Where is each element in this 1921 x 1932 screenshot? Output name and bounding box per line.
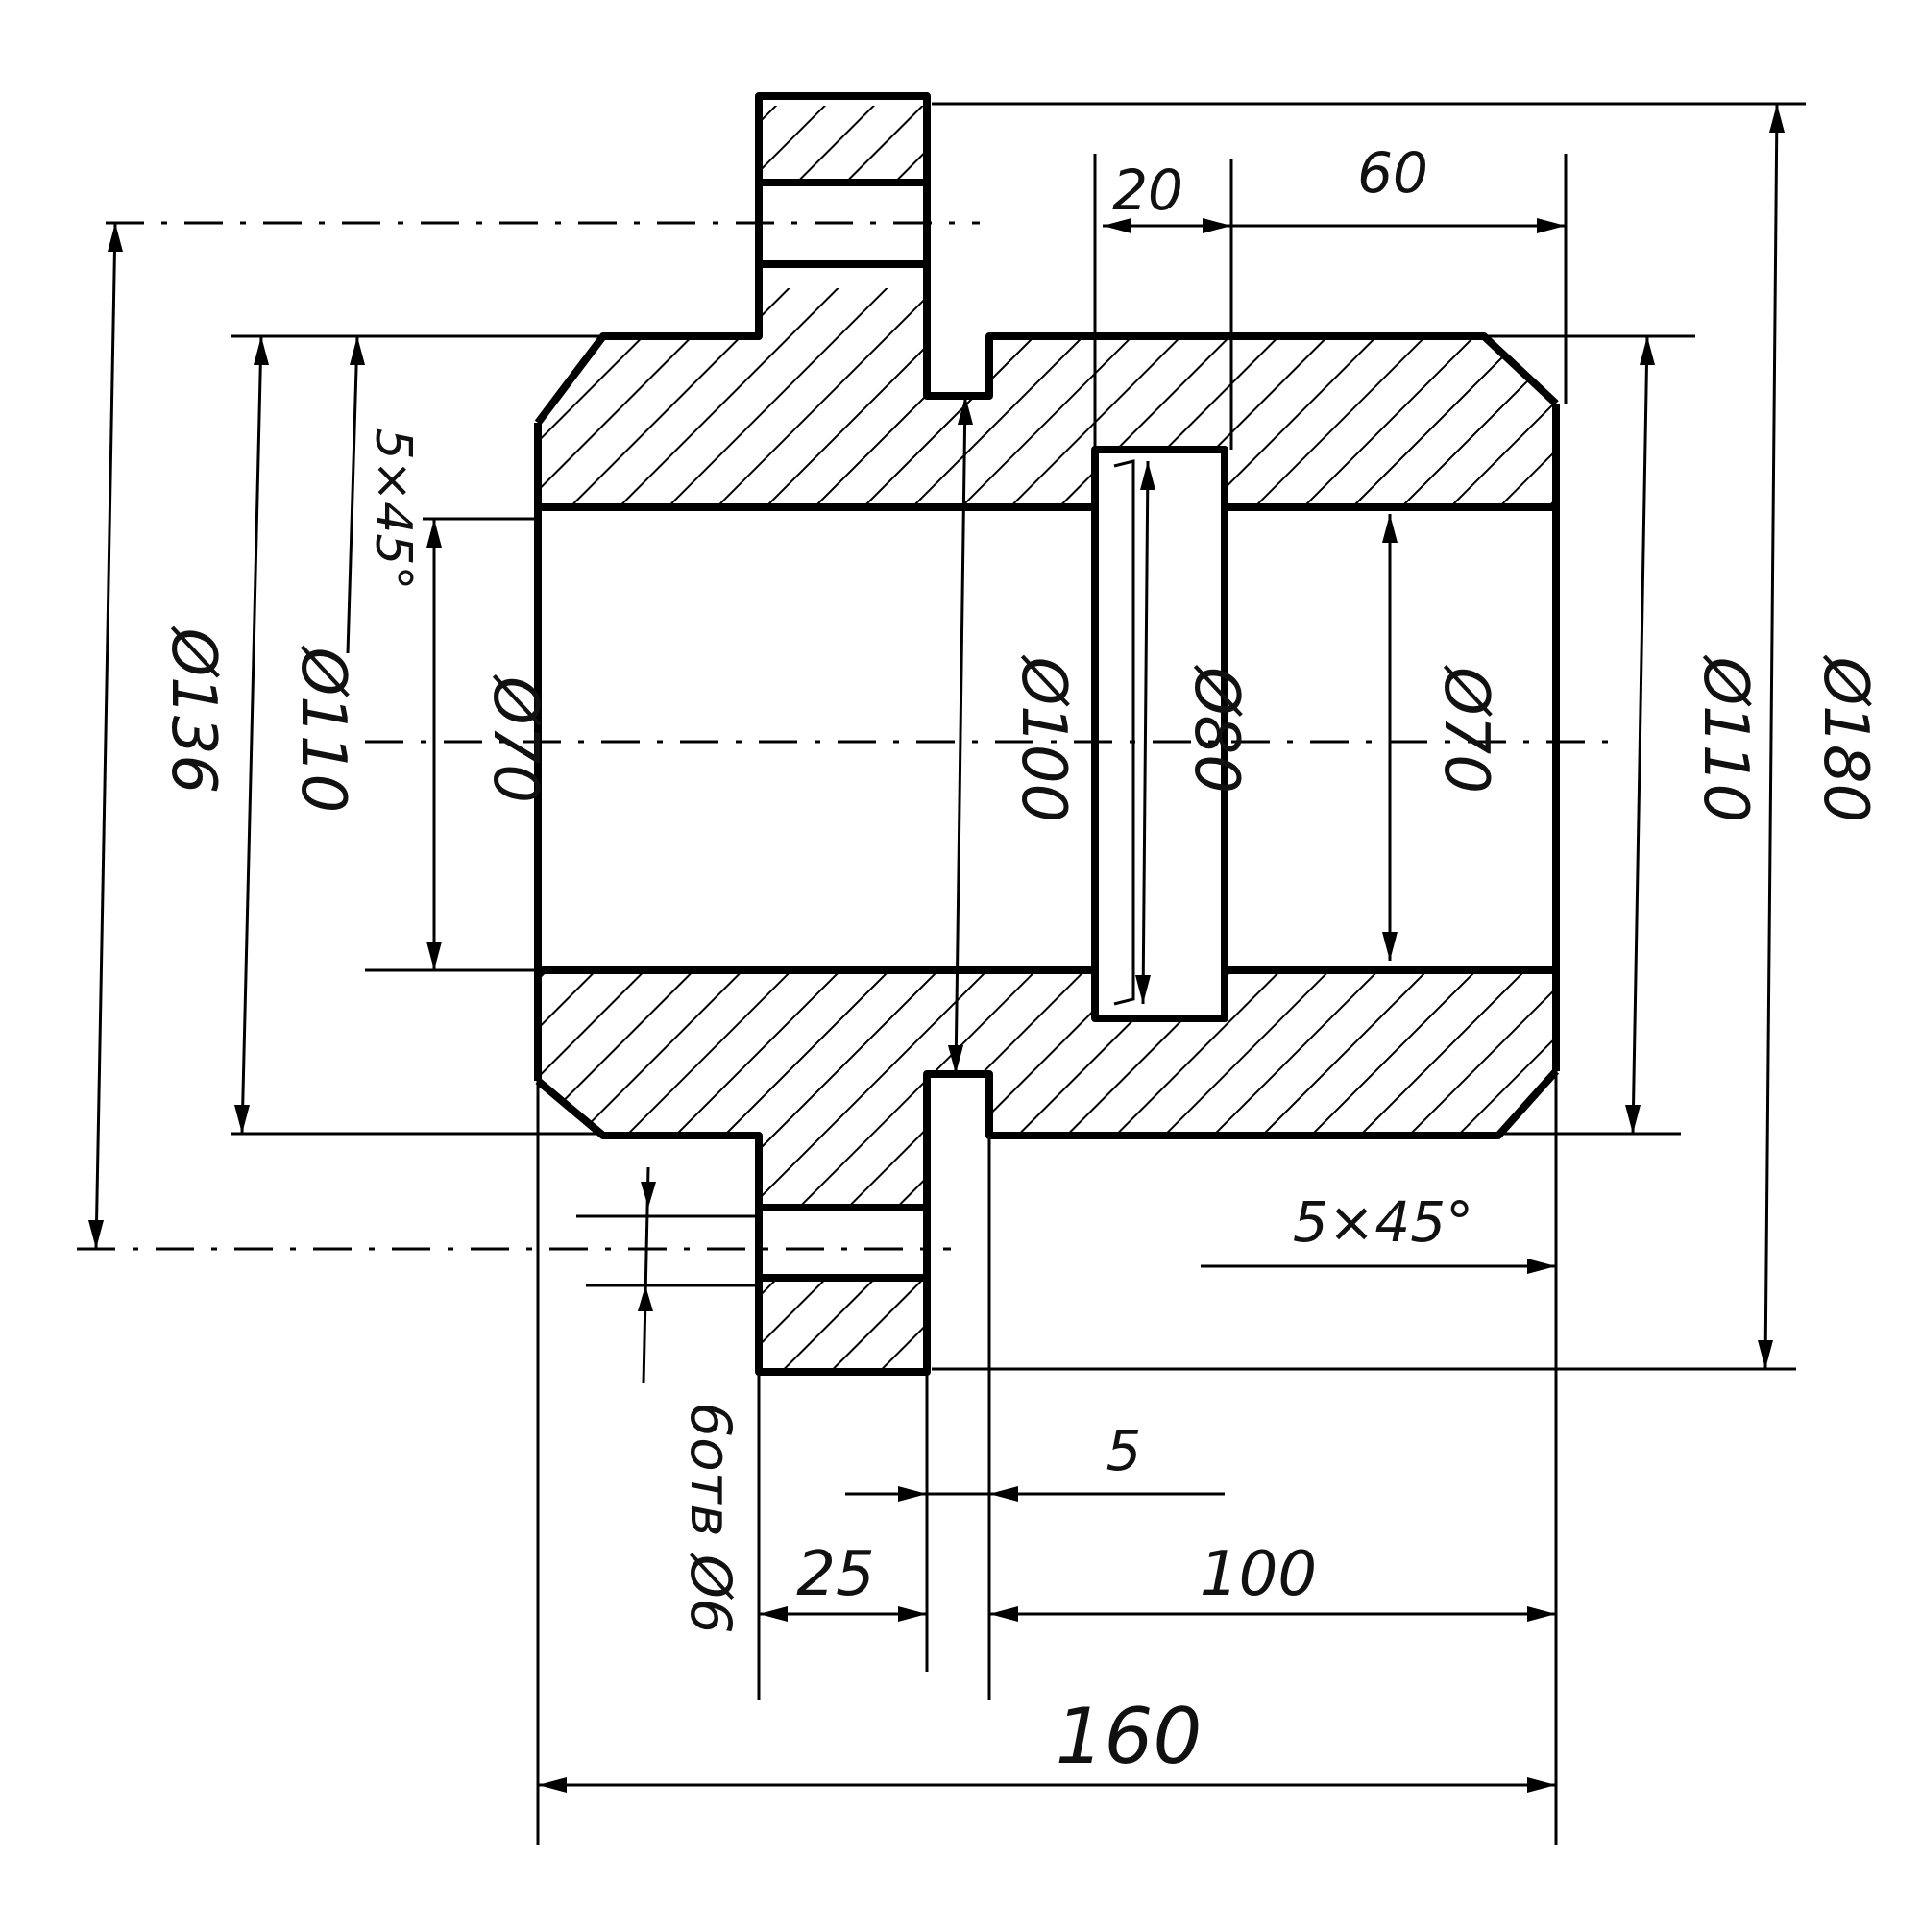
dim-top-60: 60 xyxy=(1357,140,1428,206)
arrowheads xyxy=(88,104,1785,1793)
dim-d100: Ø100 xyxy=(1008,654,1079,823)
dim-d110-right: Ø110 xyxy=(1690,654,1761,823)
dim-len-100: 100 xyxy=(1200,1539,1317,1610)
dim-d136: Ø136 xyxy=(158,625,229,795)
dim-d80: Ø80 xyxy=(1180,664,1252,794)
dim-holes: 6отв Ø6 xyxy=(678,1402,743,1633)
dim-d70-right: Ø70 xyxy=(1430,664,1501,794)
dim-flange-25: 25 xyxy=(796,1539,874,1610)
dim-top-20: 20 xyxy=(1112,158,1183,223)
dim-len-160: 160 xyxy=(1056,1692,1203,1781)
dim-d70-left: Ø70 xyxy=(479,673,550,803)
dim-d110-left: Ø110 xyxy=(287,645,358,814)
section-hatching xyxy=(538,106,1556,1372)
dim-groove-5: 5 xyxy=(1106,1418,1142,1483)
dimension-lines xyxy=(94,102,1806,1845)
dim-chamfer-left: 5×45° xyxy=(364,428,422,591)
dim-chamfer-right: 5×45° xyxy=(1293,1189,1473,1255)
dim-d180: Ø180 xyxy=(1810,654,1881,823)
center-lines xyxy=(77,221,1623,1251)
dimension-labels: Ø136 Ø110 5×45° Ø70 Ø100 Ø80 Ø70 Ø110 Ø1… xyxy=(158,140,1881,1781)
